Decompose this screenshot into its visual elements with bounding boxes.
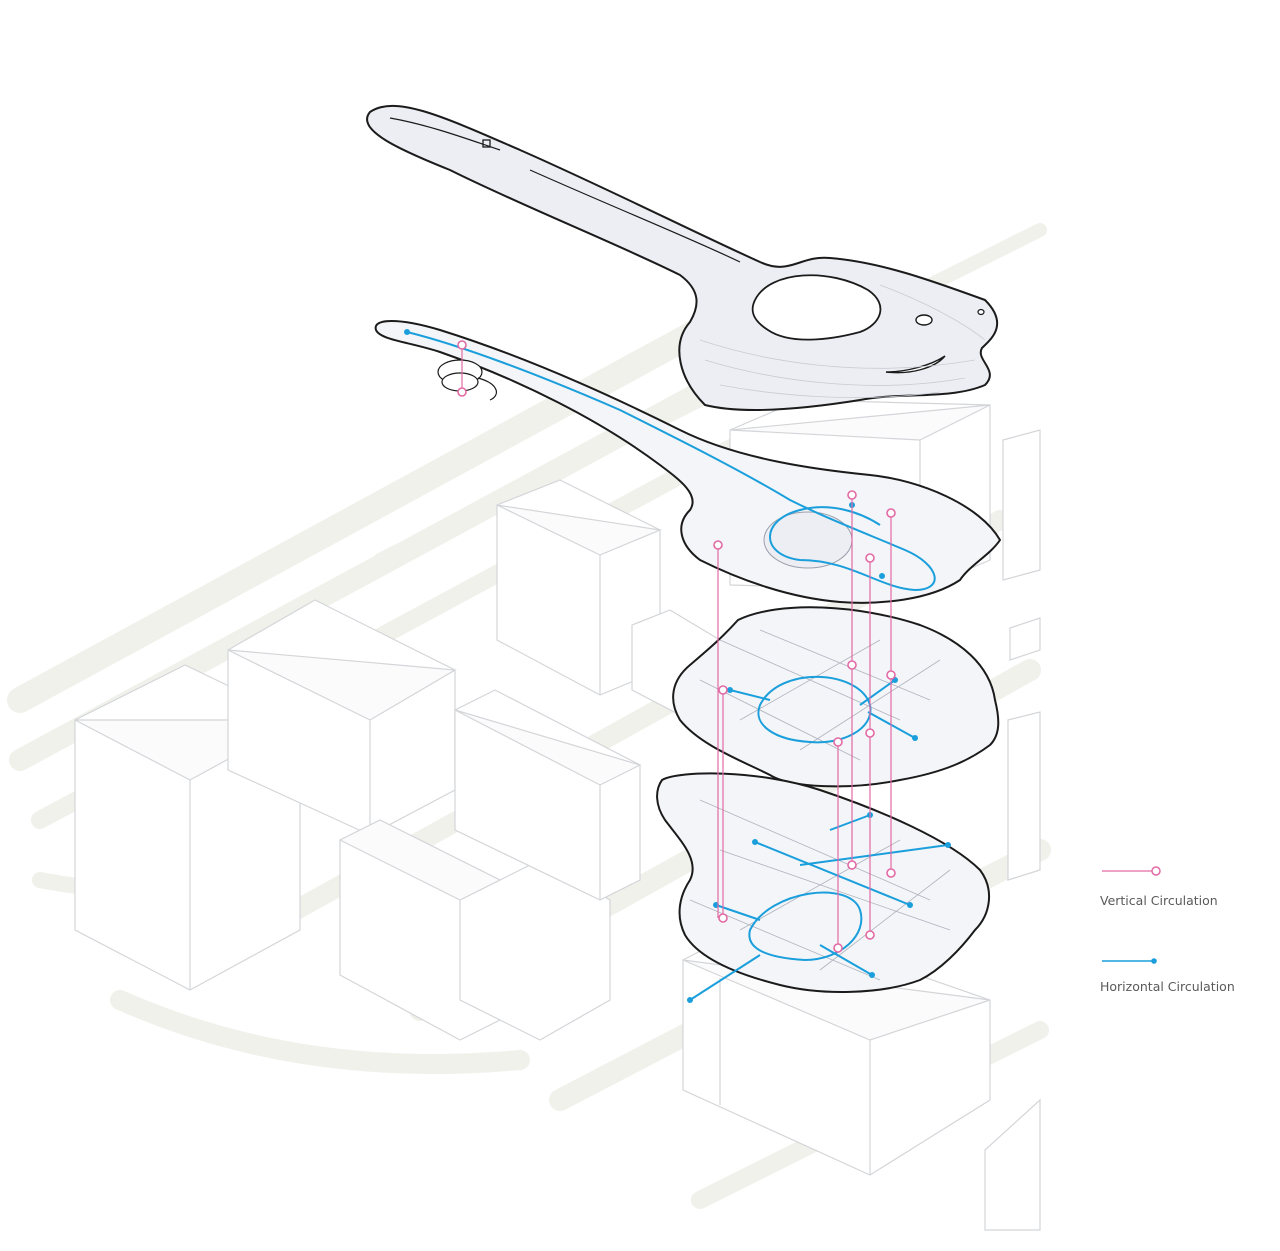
roof-canopy — [366, 104, 999, 411]
legend-horizontal-circulation: Horizontal Circulation — [1100, 955, 1270, 1005]
level-3-slab — [374, 320, 1002, 604]
vertical-circulation-lines — [461, 345, 892, 948]
level-2-slab — [672, 606, 1000, 788]
building-center-left — [338, 819, 611, 1041]
level-1-slab — [656, 772, 991, 1003]
building-upper-center — [496, 479, 721, 716]
context-buildings — [74, 399, 1041, 1231]
vertical-circulation-nodes — [457, 340, 896, 953]
legend-vertical-circulation: Vertical Circulation — [1100, 865, 1270, 915]
vertical-circulation-label: Vertical Circulation — [1100, 893, 1218, 908]
building-right-edge — [984, 429, 1041, 1231]
spiral-stair — [437, 359, 497, 401]
building-left-block — [74, 599, 457, 991]
building-center — [454, 689, 642, 901]
vertical-circulation-swatch — [1102, 866, 1161, 876]
horizontal-circulation-label: Horizontal Circulation — [1100, 979, 1235, 994]
horizontal-circulation-swatch — [1102, 958, 1157, 964]
